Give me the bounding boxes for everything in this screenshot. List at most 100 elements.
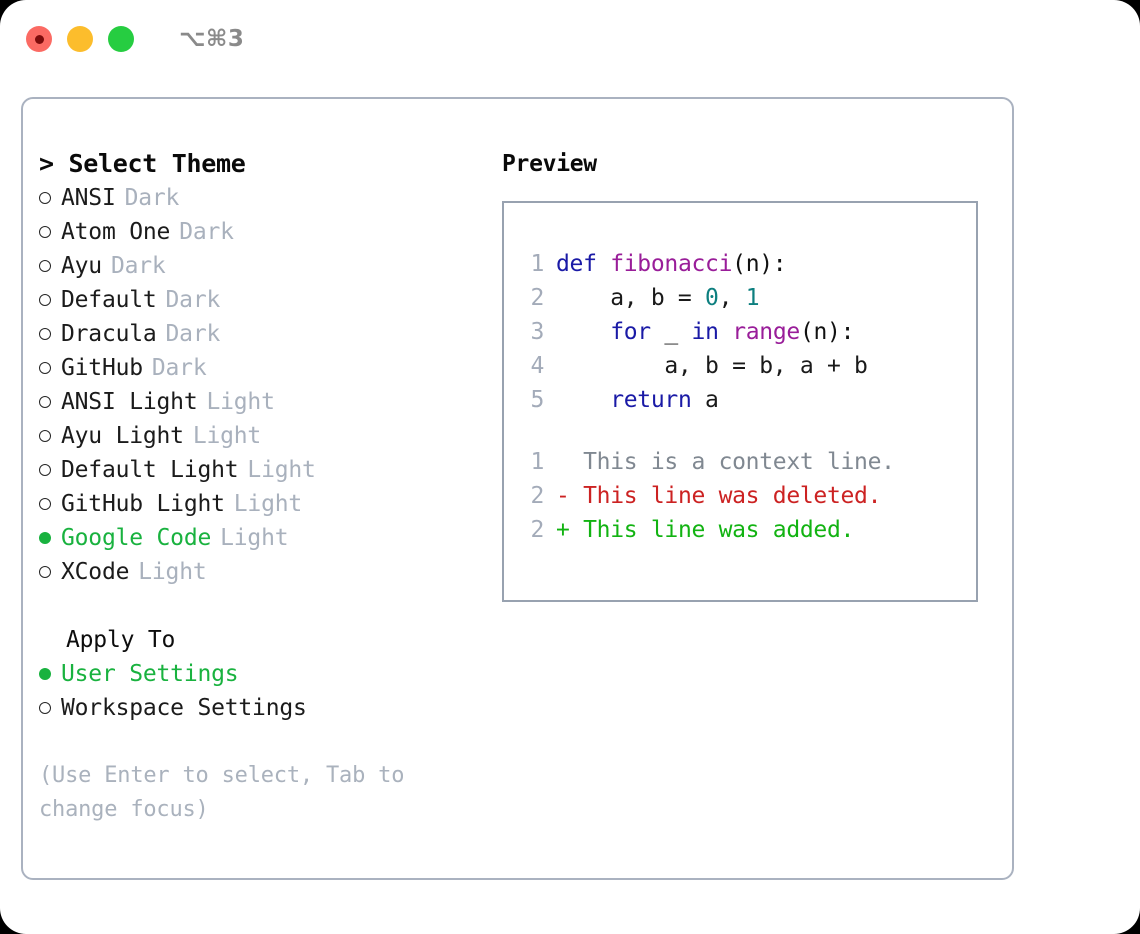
theme-name: Default Light <box>61 457 239 483</box>
diff-text: This line was added. <box>583 517 855 543</box>
code-text <box>719 319 733 345</box>
code-keyword: def <box>556 251 611 277</box>
radio-unselected-icon[interactable] <box>39 248 61 282</box>
theme-list-item[interactable]: Ayu Dark <box>39 249 469 283</box>
line-number: 3 <box>530 319 544 345</box>
theme-variant-label: Dark <box>165 287 221 313</box>
radio-unselected-icon[interactable] <box>39 690 61 724</box>
theme-name: GitHub Light <box>61 491 225 517</box>
radio-unselected-icon[interactable] <box>39 316 61 350</box>
theme-name: ANSI <box>61 185 116 211</box>
code-line-content: return a <box>556 383 719 417</box>
code-number: 0 <box>705 285 719 311</box>
code-text: _ <box>650 319 692 345</box>
line-number: 5 <box>530 387 544 413</box>
title-bar: ⌥⌘3 <box>0 0 1140 78</box>
minimize-button[interactable] <box>67 26 93 52</box>
theme-variant-label: Light <box>220 525 289 551</box>
keyboard-hint: (Use Enter to select, Tab to change focu… <box>39 763 405 822</box>
code-line: 2 a, b = 0, 1 <box>514 281 972 315</box>
theme-name: ANSI Light <box>61 389 198 415</box>
theme-name: Atom One <box>61 219 171 245</box>
line-number: 2 <box>530 517 544 543</box>
theme-list-item[interactable]: ANSI Dark <box>39 181 469 215</box>
radio-unselected-icon[interactable] <box>39 350 61 384</box>
code-text: a <box>691 387 719 413</box>
close-button[interactable] <box>26 26 52 52</box>
theme-list-item[interactable]: Google Code Light <box>39 521 469 555</box>
code-text <box>556 319 610 345</box>
code-keyword: for <box>610 319 651 345</box>
theme-name: Google Code <box>61 525 212 551</box>
apply-to-option[interactable]: User Settings <box>39 657 469 691</box>
theme-variant-label: Dark <box>124 185 180 211</box>
theme-name: Dracula <box>61 321 157 347</box>
line-number: 4 <box>530 353 544 379</box>
radio-unselected-icon[interactable] <box>39 418 61 452</box>
theme-list-item[interactable]: Default Dark <box>39 283 469 317</box>
diff-sample: 1 This is a context line.2- This line wa… <box>514 445 972 547</box>
radio-unselected-icon[interactable] <box>39 180 61 214</box>
line-number: 1 <box>530 449 544 475</box>
line-number: 2 <box>530 483 544 509</box>
theme-variant-label: Light <box>247 457 316 483</box>
theme-variant-label: Dark <box>151 355 207 381</box>
radio-unselected-icon[interactable] <box>39 554 61 588</box>
diff-line-context: 1 This is a context line. <box>514 445 972 479</box>
theme-variant-label: Dark <box>110 253 166 279</box>
theme-list-item[interactable]: GitHub Dark <box>39 351 469 385</box>
radio-selected-icon[interactable] <box>39 520 61 554</box>
theme-variant-label: Light <box>233 491 303 517</box>
code-number: 1 <box>745 285 760 311</box>
theme-list-item[interactable]: Default Light Light <box>39 453 469 487</box>
radio-unselected-icon[interactable] <box>39 214 61 248</box>
theme-list-item[interactable]: Dracula Dark <box>39 317 469 351</box>
theme-variant-label: Light <box>206 389 275 415</box>
theme-list-item[interactable]: GitHub Light Light <box>39 487 469 521</box>
theme-variant-label: Dark <box>179 219 234 245</box>
theme-list-item[interactable]: ANSI Light Light <box>39 385 469 419</box>
theme-name: Ayu <box>61 253 102 279</box>
apply-to-option[interactable]: Workspace Settings <box>39 691 469 725</box>
diff-marker: - <box>556 483 584 509</box>
diff-marker <box>556 445 583 479</box>
diff-line-deleted: 2- This line was deleted. <box>514 479 972 513</box>
preview-title: Preview <box>502 151 597 177</box>
theme-name: Default <box>61 287 157 313</box>
radio-unselected-icon[interactable] <box>39 384 61 418</box>
apply-to-label: Workspace Settings <box>61 695 307 721</box>
code-keyword: return <box>610 387 692 413</box>
line-number: 1 <box>530 251 544 277</box>
diff-marker: + <box>556 517 584 543</box>
maximize-button[interactable] <box>108 26 134 52</box>
code-text <box>556 387 610 413</box>
radio-unselected-icon[interactable] <box>39 282 61 316</box>
code-line-content: a, b = b, a + b <box>556 349 868 383</box>
theme-variant-label: Dark <box>165 321 221 347</box>
code-punctuation: (n): <box>732 251 787 277</box>
code-function: range <box>732 319 800 345</box>
line-number: 2 <box>530 285 544 311</box>
code-text: , <box>718 285 746 311</box>
theme-name: GitHub <box>61 355 143 381</box>
radio-selected-icon[interactable] <box>39 656 61 690</box>
code-line-content: a, b = 0, 1 <box>556 281 759 315</box>
code-text: a, b = b, a + b <box>556 353 868 379</box>
diff-text: This is a context line. <box>583 449 895 475</box>
code-line-content: for _ in range(n): <box>556 315 854 349</box>
code-text: a, b = <box>556 285 706 311</box>
theme-variant-label: Light <box>192 423 262 449</box>
radio-unselected-icon[interactable] <box>39 452 61 486</box>
radio-unselected-icon[interactable] <box>39 486 61 520</box>
theme-list-item[interactable]: Atom One Dark <box>39 215 469 249</box>
